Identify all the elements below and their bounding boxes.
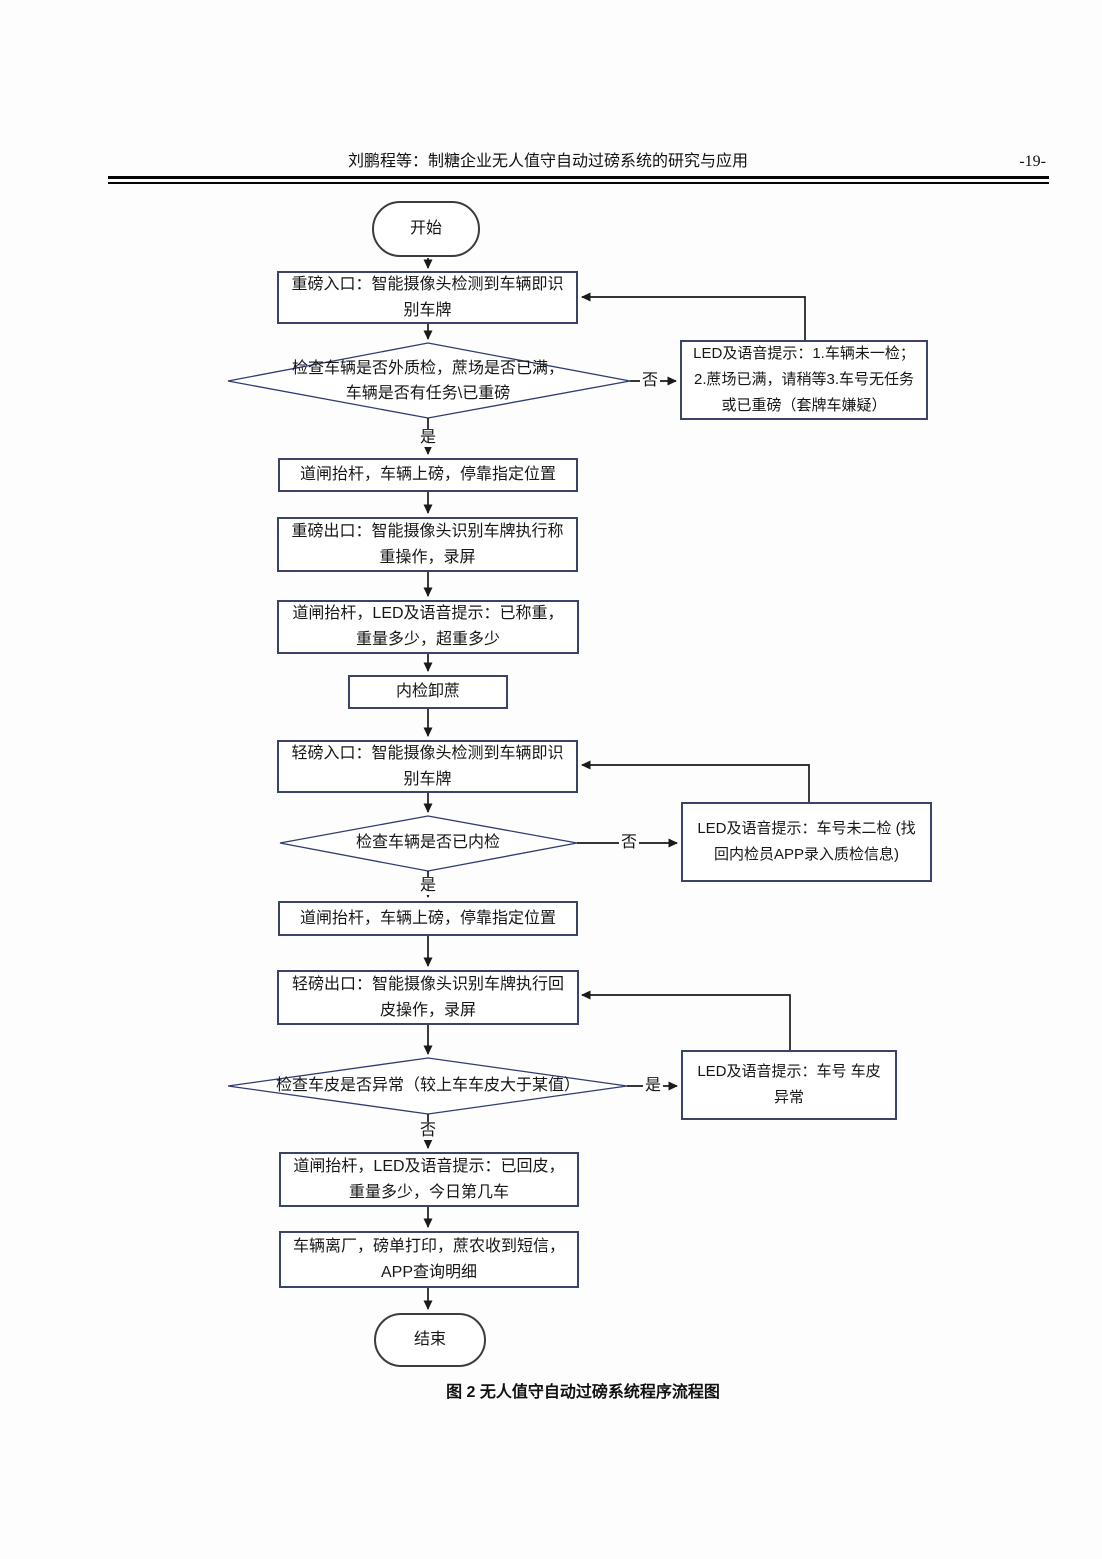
flow-node-leave-factory: 车辆离厂，磅单打印，蔗农收到短信，APP查询明细 (279, 1231, 579, 1288)
flow-node-check-tare: 检查车皮是否异常（较上车车皮大于某值） (275, 1077, 580, 1094)
flow-node-heavy-entry: 重磅入口：智能摄像头检测到车辆即识别车牌 (277, 271, 578, 324)
header-rule (108, 176, 1049, 184)
running-head: 刘鹏程等：制糖企业无人值守自动过磅系统的研究与应用 (347, 153, 748, 170)
flow-node-start: 开始 (372, 201, 480, 257)
flow-node-heavy-exit: 重磅出口：智能摄像头识别车牌执行称重操作，录屏 (277, 517, 578, 572)
flow-node-led-prompt-2: LED及语音提示：车号未二检 (找回内检员APP录入质检信息) (681, 802, 932, 882)
flow-node-light-exit: 轻磅出口：智能摄像头识别车牌执行回皮操作，录屏 (277, 970, 579, 1025)
edge-label-yes-tare: 是 (642, 1077, 664, 1095)
edge-label-yes-internal: 是 (417, 877, 439, 895)
flow-node-check-exterior: 检查车辆是否外质检，蔗场是否已满，车辆是否有任务\已重磅 (291, 360, 564, 402)
edge-label-yes-exterior: 是 (417, 429, 439, 447)
flow-node-led-prompt-1: LED及语音提示：1.车辆未一检；2.蔗场已满，请稍等3.车号无任务或已重磅（套… (680, 340, 928, 420)
edge-label-no-internal: 否 (618, 834, 640, 852)
flow-node-gate-led-tared: 道闸抬杆，LED及语音提示：已回皮，重量多少，今日第几车 (279, 1152, 579, 1207)
edge-label-no-tare: 否 (417, 1122, 439, 1140)
flow-node-light-entry: 轻磅入口：智能摄像头检测到车辆即识别车牌 (277, 740, 578, 793)
flow-node-gate-up-light: 道闸抬杆，车辆上磅，停靠指定位置 (278, 901, 578, 936)
edge-label-no-exterior: 否 (639, 372, 661, 390)
flow-node-gate-led-weighed: 道闸抬杆，LED及语音提示：已称重，重量多少，超重多少 (277, 600, 579, 654)
figure-caption: 图 2 无人值守自动过磅系统程序流程图 (446, 1384, 720, 1401)
page-number: -19- (1019, 153, 1046, 170)
flow-node-end: 结束 (374, 1313, 486, 1367)
flow-node-gate-up-heavy: 道闸抬杆，车辆上磅，停靠指定位置 (278, 458, 578, 492)
flow-node-check-internal: 检查车辆是否已内检 (355, 834, 500, 851)
flow-node-unload-cane: 内检卸蔗 (348, 675, 508, 709)
flow-node-led-prompt-3: LED及语音提示：车号 车皮异常 (681, 1050, 897, 1120)
